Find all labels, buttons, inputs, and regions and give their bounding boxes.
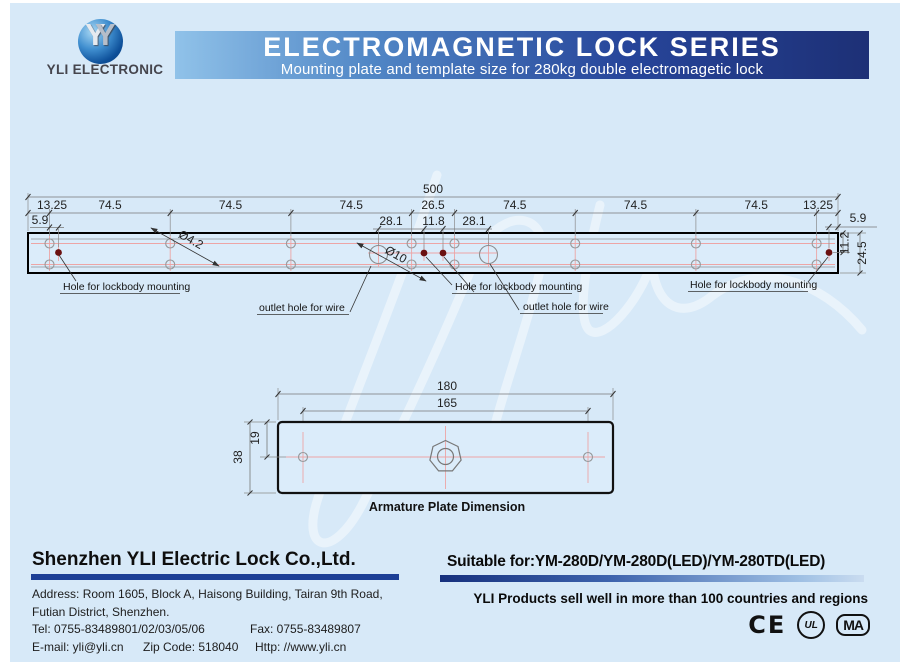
center-hex-boss — [429, 439, 462, 472]
dim-label: 13.25 — [37, 198, 67, 212]
page-title: ELECTROMAGNETIC LOCK SERIES — [263, 32, 781, 62]
hole-annotations: Hole for lockbody mounting outlet hole f… — [58, 254, 829, 315]
dim-label: 13.25 — [803, 198, 833, 212]
dim-label: 74.5 — [745, 198, 769, 212]
page-background — [10, 3, 900, 662]
certification-marks: CE UL MA — [748, 611, 870, 639]
dim-label: 5.9 — [32, 213, 49, 227]
annotation-label: Hole for lockbody mounting — [690, 279, 817, 291]
dim-label: 26.5 — [421, 198, 445, 212]
dim-label: 74.5 — [503, 198, 527, 212]
template-dimension-labels: 500 13.25 74.5 74.5 74.5 26.5 74.5 74.5 … — [32, 182, 869, 265]
dim-label: 74.5 — [219, 198, 243, 212]
dim-label: 28.1 — [462, 214, 486, 228]
phone-line: Tel: 0755-83489801/02/03/05/06 Fax: 0755-… — [32, 621, 383, 639]
dim-label: 24.5 — [855, 241, 869, 265]
contact-line: E-mail: yli@yli.cn Zip Code: 518040 Http: … — [32, 639, 383, 657]
annotation-label: Hole for lockbody mounting — [455, 281, 582, 293]
dim-label: 180 — [437, 379, 457, 393]
website-text: Http: //www.yli.cn — [255, 639, 347, 654]
suitable-for-text: Suitable for:YM-280D/YM-280D(LED)/YM-280… — [447, 553, 826, 570]
armature-caption: Armature Plate Dimension — [369, 500, 525, 514]
email-text: E-mail: yli@yli.cn — [32, 639, 124, 654]
dim-label: 38 — [231, 450, 245, 464]
address-line-2: Futian District, Shenzhen. — [32, 604, 170, 619]
template-dimension-lines — [25, 193, 877, 276]
products-claim-text: YLI Products sell well in more than 100 … — [473, 591, 868, 606]
logo-text: YLI ELECTRONIC — [46, 62, 164, 77]
header-banner: ELECTROMAGNETIC LOCK SERIES Mounting pla… — [175, 31, 869, 79]
suitable-underline-bar — [440, 575, 864, 582]
ce-mark-icon: CE — [748, 611, 787, 639]
ma-mark-icon: MA — [836, 614, 870, 636]
armature-plate-drawing: 180 165 38 19 Armature Plate Dimension — [231, 379, 616, 514]
dim-label: 11.8 — [422, 214, 445, 228]
dim-label: 74.5 — [98, 198, 122, 212]
dim-label: 28.1 — [379, 214, 403, 228]
page-subtitle: Mounting plate and template size for 280… — [280, 61, 764, 78]
annotation-label: Hole for lockbody mounting — [63, 281, 190, 293]
dim-label: 11.2 — [838, 231, 852, 254]
annotation-label: outlet hole for wire — [523, 301, 609, 313]
dim-label: 74.5 — [340, 198, 364, 212]
company-underline-bar — [31, 574, 399, 580]
address-line-1: Address: Room 1605, Block A, Haisong Bui… — [32, 587, 383, 601]
yli-logo-icon: Y Y — [78, 19, 123, 64]
tel-text: Tel: 0755-83489801/02/03/05/06 — [32, 622, 205, 636]
annotation-label: outlet hole for wire — [259, 302, 345, 314]
address-block: Address: Room 1605, Block A, Haisong Bui… — [32, 586, 383, 656]
fax-text: Fax: 0755-83489807 — [250, 622, 361, 636]
dim-label: 165 — [437, 396, 457, 410]
dim-label: 19 — [248, 431, 262, 445]
zip-text: Zip Code: 518040 — [143, 639, 239, 654]
ul-mark-icon: UL — [797, 611, 826, 639]
dim-label: 5.9 — [850, 211, 867, 225]
dim-label: 74.5 — [624, 198, 648, 212]
dim-label: 500 — [423, 182, 443, 196]
company-name: Shenzhen YLI Electric Lock Co.,Ltd. — [32, 549, 356, 570]
